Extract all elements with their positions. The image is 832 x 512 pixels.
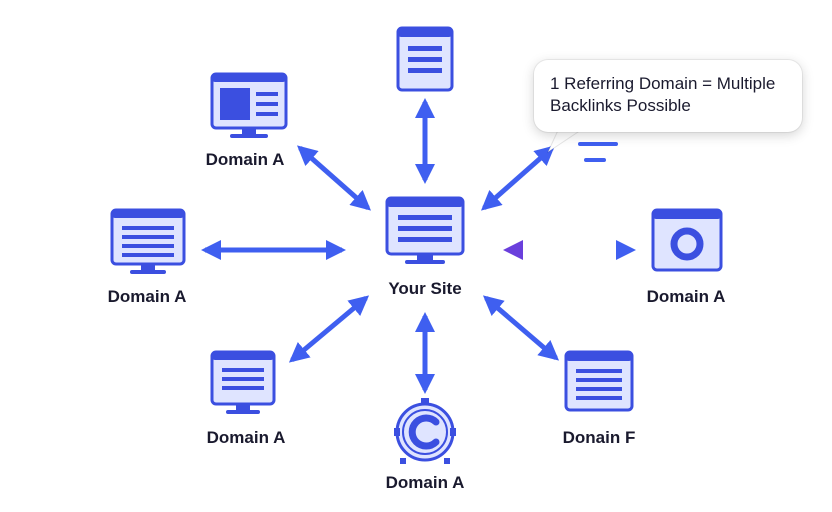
bottom-left-monitor-icon (210, 350, 276, 414)
node-label-bottom: Domain A (385, 473, 465, 492)
left-monitor-icon (110, 208, 186, 274)
node-label-bottom-right: Donain F (562, 428, 636, 447)
node-label-left: Domain A (107, 287, 187, 306)
node-label-bottom-left: Domain A (206, 428, 286, 447)
node-label-top-left: Domain A (205, 150, 285, 169)
center-label: Your Site (388, 279, 462, 298)
node-label-right: Domain A (646, 287, 726, 306)
callout-line-2: Backlinks Possible (550, 96, 691, 115)
bottom-right-browser-window-icon (564, 350, 634, 412)
callout-line-1: 1 Referring Domain = Multiple (550, 74, 776, 93)
top-left-monitor-icon (210, 72, 288, 138)
arrow-bottom-right (482, 295, 560, 361)
arrow-top-left (297, 145, 371, 211)
copyright-icon (394, 398, 456, 464)
top-browser-window-icon (396, 26, 454, 92)
arrow-bottom-left (288, 295, 370, 363)
your-site-monitor-icon (385, 196, 465, 264)
text-lines-icon (578, 142, 618, 162)
right-browser-window-icon (651, 208, 723, 272)
callout-box: 1 Referring Domain = Multiple Backlinks … (534, 60, 802, 132)
arrow-top-right (481, 145, 555, 211)
